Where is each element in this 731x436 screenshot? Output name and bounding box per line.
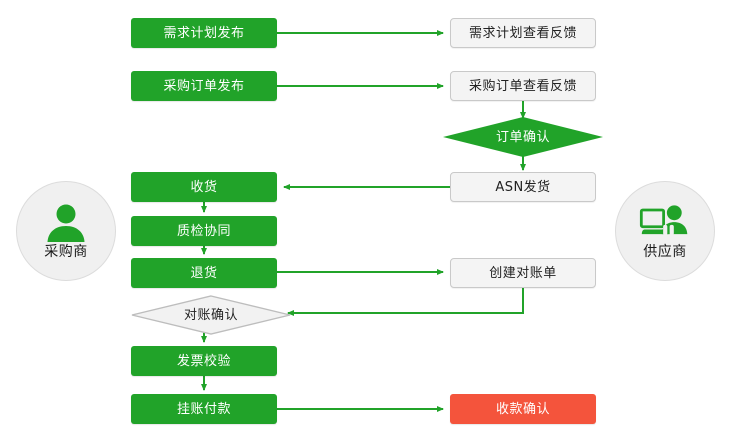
node-invoice-verify[interactable]: 发票校验: [131, 346, 277, 376]
node-po-feedback[interactable]: 采购订单查看反馈: [450, 71, 596, 101]
node-quality-check-label: 质检协同: [176, 223, 231, 239]
actor-supplier[interactable]: 供应商: [615, 181, 715, 281]
person-icon: [47, 204, 85, 242]
node-invoice-verify-label: 发票校验: [176, 353, 231, 369]
node-asn-ship[interactable]: ASN发货: [450, 172, 596, 202]
node-receive-goods-label: 收货: [190, 179, 218, 195]
actor-buyer-label: 采购商: [44, 244, 88, 260]
diamond-shape-statement-confirm: [131, 295, 291, 335]
node-return-goods[interactable]: 退货: [131, 258, 277, 288]
node-asn-ship-label: ASN发货: [495, 179, 551, 195]
node-receive-goods[interactable]: 收货: [131, 172, 277, 202]
node-po-feedback-label: 采购订单查看反馈: [468, 78, 577, 94]
node-demand-plan-feedback[interactable]: 需求计划查看反馈: [450, 18, 596, 48]
node-create-statement-label: 创建对账单: [489, 265, 557, 281]
actor-supplier-label: 供应商: [643, 244, 687, 260]
connector-create-statement-to-statement-confirm: [287, 288, 524, 316]
node-payable-payment[interactable]: 挂账付款: [131, 394, 277, 424]
node-receipt-confirm[interactable]: 收款确认: [450, 394, 596, 424]
node-demand-plan-publish-label: 需求计划发布: [163, 25, 245, 41]
node-order-confirm-label: 订单确认: [495, 129, 550, 145]
node-demand-plan-publish[interactable]: 需求计划发布: [131, 18, 277, 48]
node-po-publish[interactable]: 采购订单发布: [131, 71, 277, 101]
node-return-goods-label: 退货: [190, 265, 218, 281]
node-po-publish-label: 采购订单发布: [163, 78, 245, 94]
diamond-shape-order-confirm: [443, 117, 603, 157]
node-receipt-confirm-label: 收款确认: [495, 401, 550, 417]
node-statement-confirm[interactable]: 对账确认: [131, 295, 291, 335]
node-statement-confirm-label: 对账确认: [183, 307, 238, 323]
person-at-computer-icon: [639, 205, 688, 236]
node-create-statement[interactable]: 创建对账单: [450, 258, 596, 288]
node-quality-check[interactable]: 质检协同: [131, 216, 277, 246]
node-demand-plan-feedback-label: 需求计划查看反馈: [468, 25, 577, 41]
node-order-confirm[interactable]: 订单确认: [443, 117, 603, 157]
node-payable-payment-label: 挂账付款: [176, 401, 231, 417]
actor-buyer[interactable]: 采购商: [16, 181, 116, 281]
